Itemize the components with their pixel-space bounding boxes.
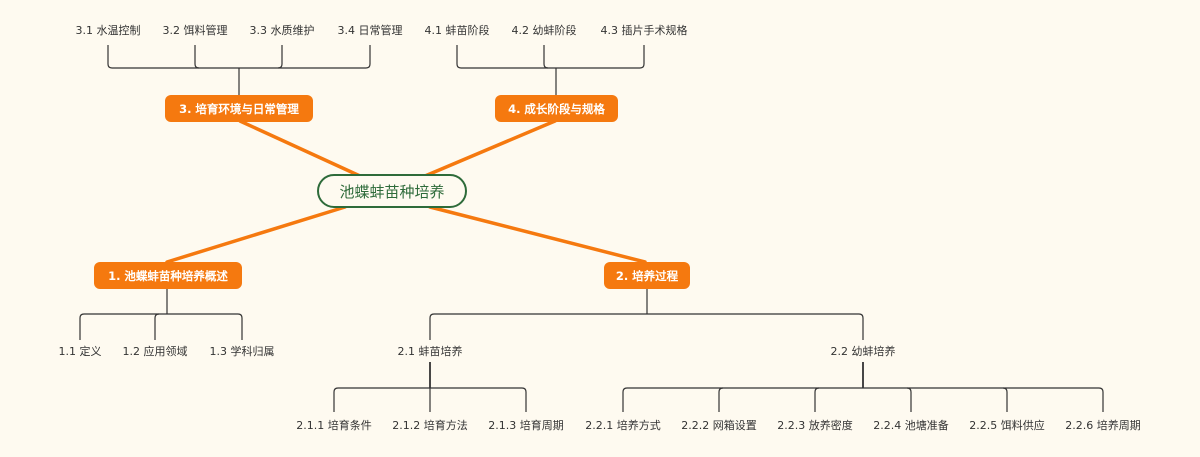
topic-3-1[interactable]: 3.1 水温控制 [75,24,141,37]
topic-2-2-4[interactable]: 2.2.4 池塘准备 [873,419,949,432]
topic-2-2-2[interactable]: 2.2.2 网箱设置 [681,419,757,432]
topic-2-2-3[interactable]: 2.2.3 放养密度 [777,419,853,432]
root-topic[interactable]: 池蝶蚌苗种培养 [317,174,467,208]
topic-2-2-6[interactable]: 2.2.6 培养周期 [1065,419,1141,432]
branch-growth[interactable]: 4. 成长阶段与规格 [495,95,618,122]
topic-2-1-2[interactable]: 2.1.2 培育方法 [392,419,468,432]
topic-2-2[interactable]: 2.2 幼蚌培养 [830,345,896,358]
topic-4-1[interactable]: 4.1 蚌苗阶段 [424,24,490,37]
topic-3-4[interactable]: 3.4 日常管理 [337,24,403,37]
topic-1-1[interactable]: 1.1 定义 [58,345,102,358]
topic-4-3[interactable]: 4.3 插片手术规格 [600,24,688,37]
branch-process[interactable]: 2. 培养过程 [604,262,690,289]
topic-1-2[interactable]: 1.2 应用领域 [122,345,188,358]
topic-2-1-1[interactable]: 2.1.1 培育条件 [296,419,372,432]
topic-2-1[interactable]: 2.1 蚌苗培养 [397,345,463,358]
topic-1-3[interactable]: 1.3 学科归属 [209,345,275,358]
topic-2-2-1[interactable]: 2.2.1 培养方式 [585,419,661,432]
topic-3-2[interactable]: 3.2 饵料管理 [162,24,228,37]
topic-2-1-3[interactable]: 2.1.3 培育周期 [488,419,564,432]
topic-3-3[interactable]: 3.3 水质维护 [249,24,315,37]
topic-2-2-5[interactable]: 2.2.5 饵料供应 [969,419,1045,432]
branch-environment[interactable]: 3. 培育环境与日常管理 [165,95,313,122]
branch-overview[interactable]: 1. 池蝶蚌苗种培养概述 [94,262,242,289]
topic-4-2[interactable]: 4.2 幼蚌阶段 [511,24,577,37]
